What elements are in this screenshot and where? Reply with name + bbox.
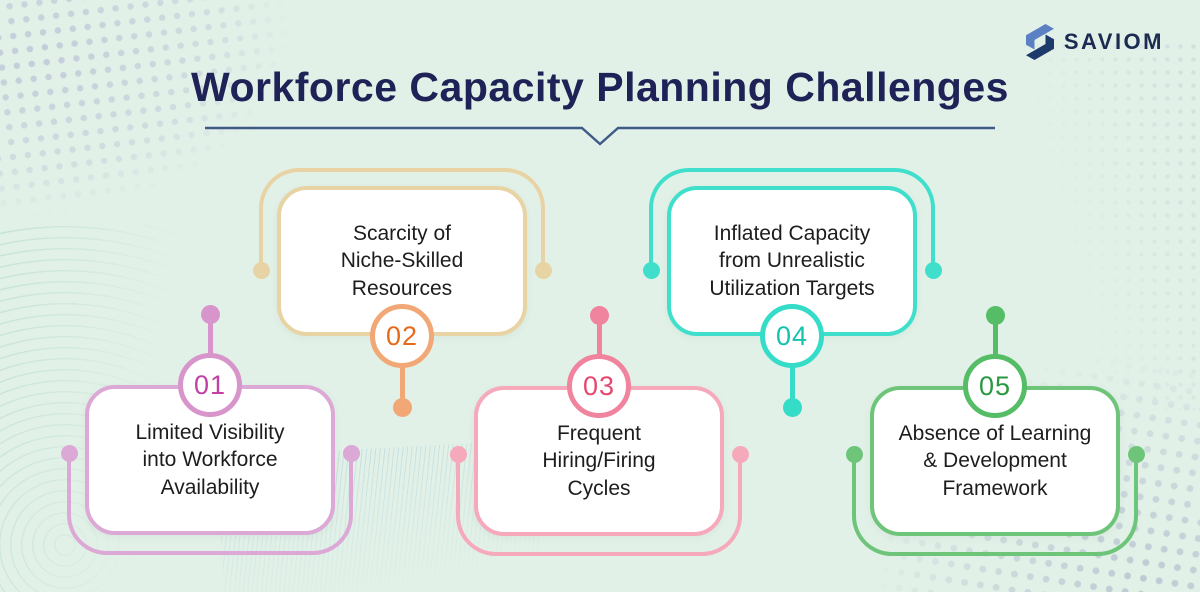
connector-dot xyxy=(782,398,802,417)
card-label: Inflated Capacity from Unrealistic Utili… xyxy=(709,222,875,300)
connector-dot xyxy=(392,398,412,417)
decoration-end-dot-left xyxy=(252,261,270,279)
saviom-logo-text: SAVIOM xyxy=(1063,29,1164,54)
card-number: 05 xyxy=(978,370,1012,401)
card-number-badge: 02 xyxy=(370,304,434,368)
card-number-badge: 04 xyxy=(760,304,824,368)
title-divider-chevron xyxy=(205,126,995,146)
connector-dot xyxy=(985,306,1005,325)
card-label: Limited Visibility into Workforce Availa… xyxy=(135,421,285,499)
connector-stem xyxy=(596,314,602,358)
decoration-end-dot-right xyxy=(1127,445,1145,463)
card-number: 01 xyxy=(193,369,227,400)
card-number: 04 xyxy=(775,320,809,351)
connector-dot xyxy=(200,305,220,324)
challenge-card-4: Inflated Capacity from Unrealistic Utili… xyxy=(642,168,942,417)
decoration-end-dot-right xyxy=(534,261,552,279)
card-number: 03 xyxy=(582,370,616,401)
challenge-card-5: Absence of Learning & Development Framew… xyxy=(845,306,1145,556)
card-number: 02 xyxy=(385,320,419,351)
decoration-end-dot-right xyxy=(342,444,360,462)
decoration-end-dot-left xyxy=(642,261,660,279)
decoration-end-dot-right xyxy=(924,261,942,279)
saviom-logo: SAVIOM xyxy=(1025,24,1164,60)
card-label: Scarcity of Niche-Skilled Resources xyxy=(340,222,464,300)
connector-stem xyxy=(207,313,213,357)
decoration-end-dot-left xyxy=(449,445,467,463)
connector-dot xyxy=(589,306,609,325)
decoration-end-dot-left xyxy=(845,445,863,463)
challenge-card-2: Scarcity of Niche-Skilled Resources 02 xyxy=(252,168,552,417)
card-label: Frequent Hiring/Firing Cycles xyxy=(542,422,656,500)
card-label: Absence of Learning & Development Framew… xyxy=(898,422,1092,500)
decoration-end-dot-right xyxy=(731,445,749,463)
connector-stem xyxy=(399,366,405,410)
card-number-badge: 05 xyxy=(963,354,1027,418)
page-title: Workforce Capacity Planning Challenges xyxy=(191,64,1009,110)
challenge-card-1: Limited Visibility into Workforce Availa… xyxy=(60,305,360,555)
card-number-badge: 01 xyxy=(178,353,242,417)
card-number-badge: 03 xyxy=(567,354,631,418)
challenge-card-3: Frequent Hiring/Firing Cycles 03 xyxy=(449,306,749,556)
decoration-end-dot-left xyxy=(60,444,78,462)
saviom-logo-icon xyxy=(1025,24,1054,60)
